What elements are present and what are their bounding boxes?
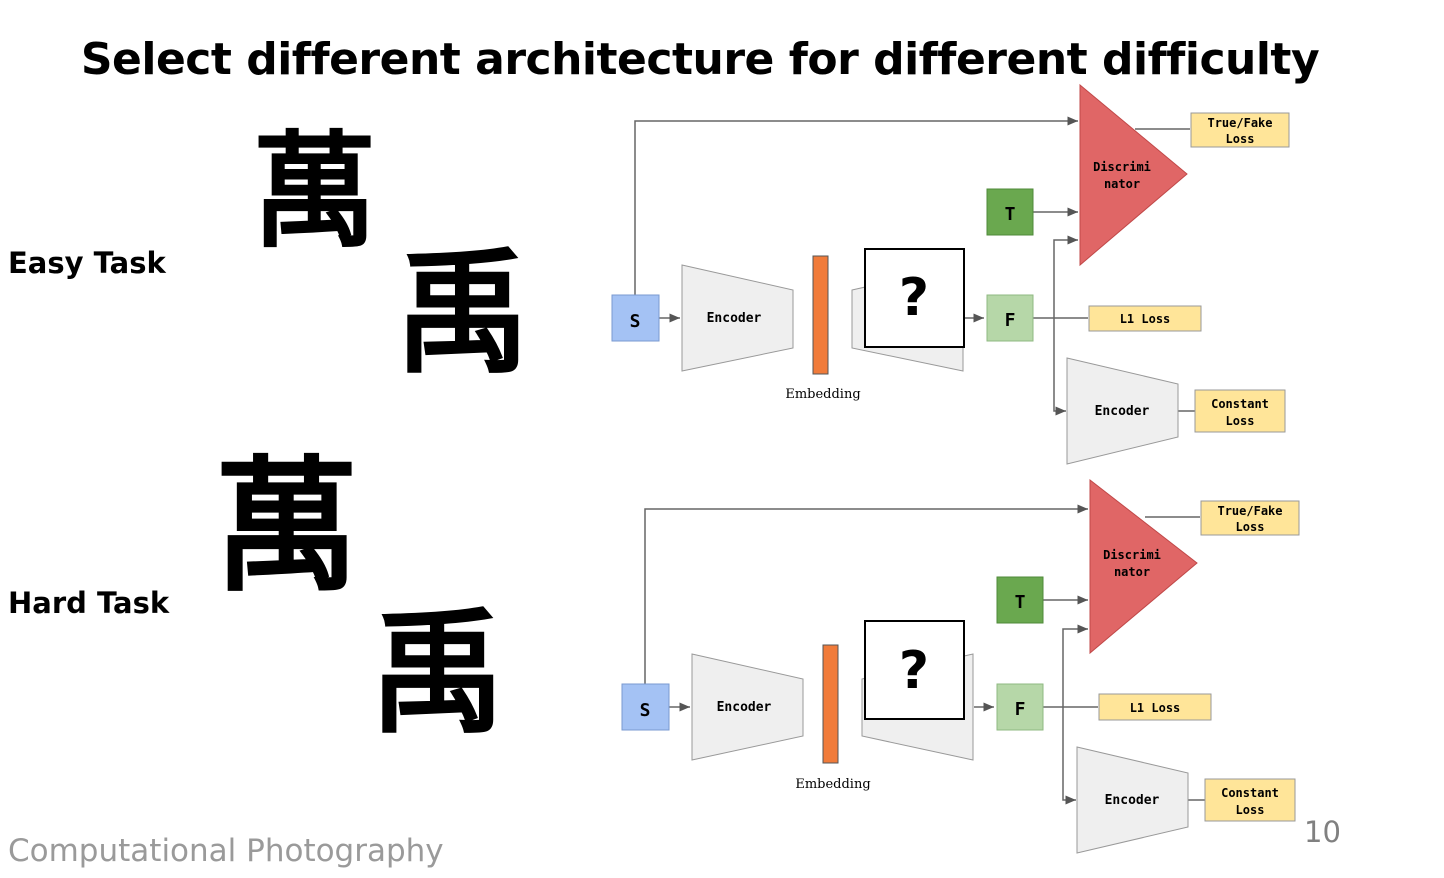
easy-truefake-loss-box bbox=[1190, 112, 1290, 148]
footer-course-name: Computational Photography bbox=[8, 833, 444, 869]
hard-encoder-block bbox=[691, 653, 804, 761]
easy-f-label: F bbox=[1005, 310, 1016, 331]
hard-truefake-label-1: True/Fake bbox=[1217, 504, 1282, 518]
easy-encoder2-block bbox=[1066, 357, 1179, 465]
easy-constant-label-2: Loss bbox=[1226, 414, 1255, 428]
easy-encoder2-label: Encoder bbox=[1095, 404, 1150, 419]
hard-f-to-disc-arrow bbox=[1062, 624, 1088, 707]
slide-title: Select different architecture for differ… bbox=[80, 34, 1320, 85]
easy-skip-arrow bbox=[634, 116, 1078, 295]
easy-source-character: 萬 bbox=[252, 119, 377, 265]
easy-t-box bbox=[986, 188, 1034, 236]
hard-truefake-loss-box bbox=[1200, 500, 1300, 536]
hard-disc-label-1: Discrimi bbox=[1103, 548, 1161, 562]
hard-skip-arrow bbox=[644, 504, 1088, 684]
easy-task-label: Easy Task bbox=[8, 246, 166, 280]
hard-constant-label-1: Constant bbox=[1221, 786, 1279, 800]
easy-truefake-label-2: Loss bbox=[1226, 132, 1255, 146]
easy-embedding-label: Embedding bbox=[785, 387, 860, 402]
easy-disc-label-2: nator bbox=[1104, 177, 1140, 191]
easy-l1-loss-box bbox=[1088, 305, 1202, 332]
hard-f-to-encoder-arrow bbox=[1062, 707, 1076, 805]
easy-embedding-bar bbox=[812, 255, 829, 375]
hard-question-box bbox=[864, 620, 965, 720]
easy-t-label: T bbox=[1005, 204, 1016, 225]
easy-target-character: 禹 bbox=[395, 233, 530, 392]
easy-disc-label-1: Discrimi bbox=[1093, 160, 1151, 174]
easy-discriminator bbox=[1079, 83, 1188, 267]
hard-diagram: S Encoder Embedding ? T F Discrimi nator… bbox=[621, 478, 1300, 854]
easy-truefake-label-1: True/Fake bbox=[1207, 116, 1272, 130]
hard-source-character: 萬 bbox=[214, 442, 359, 612]
easy-constant-loss-box bbox=[1194, 389, 1286, 433]
easy-diagram: S Encoder Embedding ? T F Discrimi nator… bbox=[611, 83, 1290, 465]
easy-s-label: S bbox=[630, 311, 641, 332]
hard-l1-loss-box bbox=[1098, 693, 1212, 721]
easy-encoder-block bbox=[681, 264, 794, 372]
hard-embedding-bar bbox=[822, 644, 839, 764]
easy-s-box bbox=[611, 294, 660, 342]
hard-truefake-label-2: Loss bbox=[1236, 520, 1265, 534]
easy-constant-label-1: Constant bbox=[1211, 397, 1269, 411]
hard-f-box bbox=[996, 683, 1044, 731]
easy-f-box bbox=[986, 294, 1034, 342]
page-number: 10 bbox=[1304, 815, 1341, 849]
hard-embedding-label: Embedding bbox=[795, 777, 870, 792]
hard-question-mark: ? bbox=[899, 641, 929, 701]
hard-discriminator bbox=[1089, 478, 1198, 655]
hard-target-character: 禹 bbox=[370, 593, 505, 752]
hard-constant-loss-box bbox=[1204, 778, 1296, 822]
easy-encoder-label: Encoder bbox=[707, 311, 762, 326]
easy-f-to-encoder-arrow bbox=[1053, 318, 1066, 416]
hard-constant-label-2: Loss bbox=[1236, 803, 1265, 817]
hard-task-label: Hard Task bbox=[8, 586, 170, 620]
hard-t-box bbox=[996, 576, 1044, 624]
hard-encoder2-block bbox=[1076, 746, 1189, 854]
hard-encoder2-label: Encoder bbox=[1105, 793, 1160, 808]
easy-question-box bbox=[864, 248, 965, 348]
hard-encoder-label: Encoder bbox=[717, 700, 772, 715]
easy-f-to-disc-arrow bbox=[1053, 235, 1078, 318]
easy-question-mark: ? bbox=[899, 268, 929, 328]
hard-s-label: S bbox=[640, 700, 651, 721]
hard-f-label: F bbox=[1015, 699, 1026, 720]
hard-disc-label-2: nator bbox=[1114, 565, 1150, 579]
hard-l1-label: L1 Loss bbox=[1130, 701, 1181, 715]
hard-s-box bbox=[621, 683, 670, 731]
easy-l1-label: L1 Loss bbox=[1120, 312, 1171, 326]
hard-t-label: T bbox=[1015, 592, 1026, 613]
